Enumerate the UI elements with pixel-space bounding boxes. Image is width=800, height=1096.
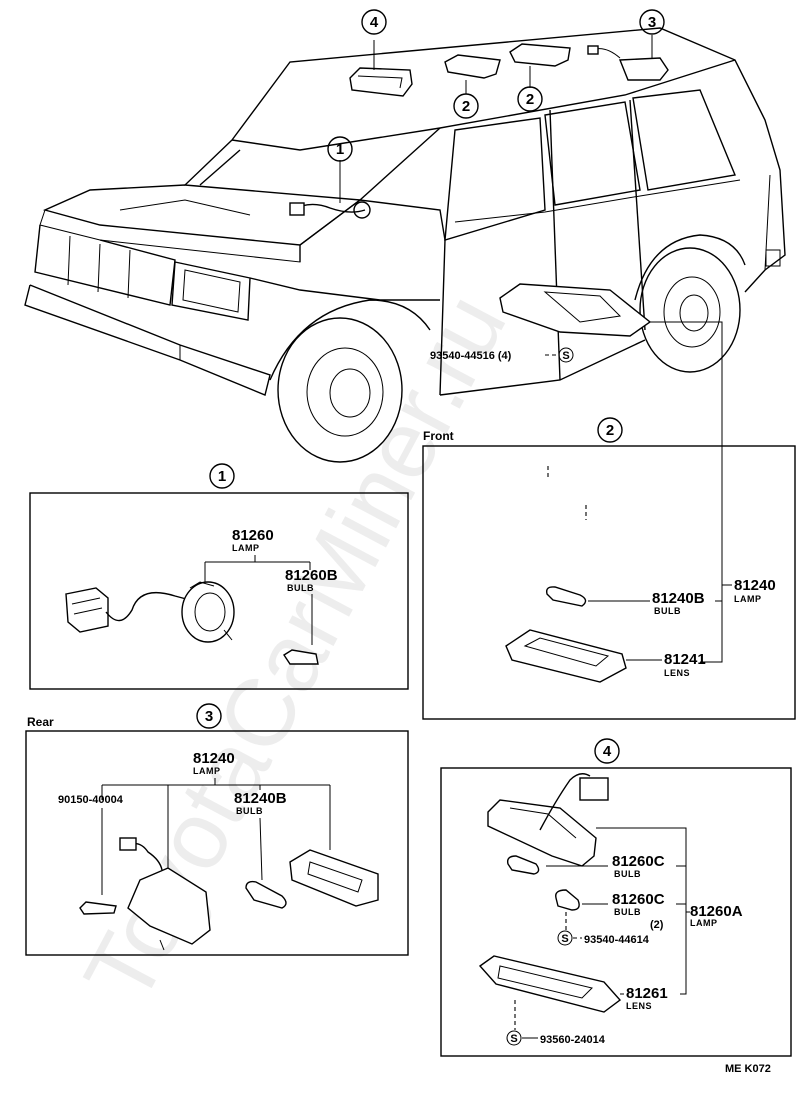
lens-icon xyxy=(478,955,622,1013)
lamp-part-desc: LAMP xyxy=(232,543,260,553)
vehicle-callout-1: 1 xyxy=(327,136,353,162)
panel-2-lamp-number: 81240 xyxy=(734,577,776,594)
panel-3-bulb-number: 81240B xyxy=(234,790,287,807)
panel-2-lamp-desc: LAMP xyxy=(734,594,762,604)
panel-4-bulb1-desc: BULB xyxy=(614,869,641,879)
panel-4-screw1-number: 93540-44614 xyxy=(584,934,650,946)
panel-2-lens-desc: LENS xyxy=(664,668,690,678)
figure-code: ME K072 xyxy=(725,1063,771,1075)
svg-text:1: 1 xyxy=(336,141,344,158)
panel-4-lens-number: 81261 xyxy=(626,985,668,1002)
panel-3-lamp-desc: LAMP xyxy=(193,766,221,776)
panel-4-bulb2-desc: BULB xyxy=(614,907,641,917)
panel-4-frame xyxy=(440,767,792,1057)
panel-1-frame xyxy=(29,492,409,690)
panel-3-lamp-number: 81240 xyxy=(193,750,235,767)
panel-3-screw-number: 90150-40004 xyxy=(58,794,124,806)
screw-icon xyxy=(79,901,117,915)
panel-3-frame xyxy=(25,730,409,956)
panel-2-frame xyxy=(422,445,796,720)
panel-4-lamp-number: 81260A xyxy=(690,903,743,920)
panel-4-screw2-number: 93560-24014 xyxy=(540,1034,606,1046)
festoon-bulb-icon xyxy=(245,880,287,909)
panel-2-bulb-desc: BULB xyxy=(654,606,681,616)
panel-1-callout: 1 xyxy=(218,468,226,485)
panel-2-callout: 2 xyxy=(606,422,614,439)
lamp-housing-icon xyxy=(487,799,597,867)
vehicle-illustration xyxy=(24,27,786,463)
wedge-bulb-icon xyxy=(283,649,319,665)
lamp-housing-icon xyxy=(499,283,652,337)
panel-2-screw-mark: S xyxy=(562,350,569,362)
wedge-bulb-icon xyxy=(506,855,540,875)
connector-icon xyxy=(65,587,109,633)
svg-text:4: 4 xyxy=(370,14,379,31)
panel-2-screw-number: 93540-44516 (4) xyxy=(430,350,512,362)
panel-1: 1 81260 LAMP 81260B BULB xyxy=(29,463,409,690)
panel-3: Rear 3 81240 LAMP 90150-40004 81240B BUL… xyxy=(25,703,409,956)
vehicle-callout-4: 4 xyxy=(361,9,387,35)
panel-4-lamp-desc: LAMP xyxy=(690,918,718,928)
svg-text:2: 2 xyxy=(462,98,470,115)
vehicle-callout-2a: 2 xyxy=(453,93,479,119)
panel-3-callout-circle xyxy=(196,703,222,729)
vehicle-callout-3: 3 xyxy=(639,9,665,35)
panel-4-lens-desc: LENS xyxy=(626,1001,652,1011)
panel-2-bulb-number: 81240B xyxy=(652,590,705,607)
map-lamp-icon xyxy=(127,867,211,945)
panel-2: Front 2 93540-44516 (4) S 81240B BULB 81… xyxy=(422,283,796,720)
panel-3-bulb-desc: BULB xyxy=(236,806,263,816)
lamp-socket-icon xyxy=(181,581,235,643)
panel-4-bulb2-number: 81260C xyxy=(612,891,665,908)
panel-4-qty: (2) xyxy=(650,919,664,931)
panel-3-title: Rear xyxy=(27,715,54,729)
panel-2-title: Front xyxy=(423,429,454,443)
panel-4-callout-circle xyxy=(594,738,620,764)
panel-4-screw1-mark: S xyxy=(561,933,568,945)
panel-4: 4 81260C BULB 81260C BULB (2) S 93540-44… xyxy=(440,738,792,1057)
panel-4-bulb1-number: 81260C xyxy=(612,853,665,870)
lens-icon xyxy=(505,629,627,683)
bulb-part-number: 81260B xyxy=(285,567,338,584)
bulb-part-desc: BULB xyxy=(287,583,314,593)
panel-2-lens-number: 81241 xyxy=(664,651,706,668)
panel-1-callout-circle xyxy=(209,463,235,489)
panel-4-callout: 4 xyxy=(603,743,612,760)
vehicle-callout-2b: 2 xyxy=(517,86,543,112)
svg-text:3: 3 xyxy=(648,14,656,31)
svg-text:2: 2 xyxy=(526,91,534,108)
panel-4-screw2-mark: S xyxy=(510,1033,517,1045)
lamp-part-number: 81260 xyxy=(232,527,274,544)
connector-icon xyxy=(579,777,609,801)
connector-icon xyxy=(119,837,137,851)
lens-icon xyxy=(289,849,379,907)
wedge-bulb-icon xyxy=(555,889,580,911)
panel-3-callout: 3 xyxy=(205,708,213,725)
festoon-bulb-icon xyxy=(545,586,587,607)
panel-2-callout-circle xyxy=(597,417,623,443)
